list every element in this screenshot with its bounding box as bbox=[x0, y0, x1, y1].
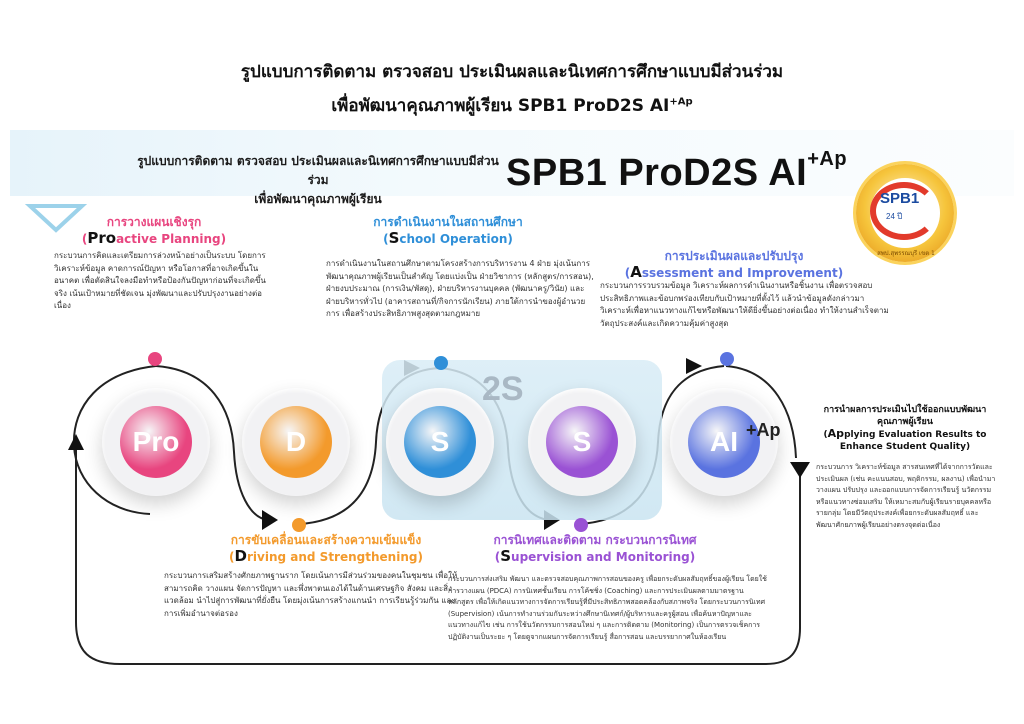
page-title-line-1: รูปแบบการติดตาม ตรวจสอบ ประเมินผลและนิเท… bbox=[240, 62, 784, 82]
page-title-line-2-text: เพื่อพัฒนาคุณภาพผู้เรียน SPB1 ProD2S AI bbox=[331, 96, 670, 116]
spb1-logo: SPB1 24 ปี สพป.สุพรรณบุรี เขต 1 bbox=[856, 164, 954, 262]
d-circle: D bbox=[242, 388, 350, 496]
ai-description: กระบวนการรวบรวมข้อมูล วิเคราะห์ผลการดำเน… bbox=[600, 281, 889, 328]
logo-ring bbox=[870, 182, 938, 240]
ai-circle-core: AI bbox=[688, 406, 760, 478]
ai-heading-english: (Assessment and Improvement) bbox=[624, 263, 844, 281]
pro-dot bbox=[148, 352, 162, 366]
s2-heading-thai: การนิเทศและติดตาม กระบวนการนิเทศ bbox=[493, 533, 697, 547]
s1-heading: การดำเนินงานในสถานศึกษา (School Operatio… bbox=[328, 214, 568, 247]
s2-heading-english: (Supervision and Monitoring) bbox=[494, 547, 696, 565]
pro-circle: Pro bbox=[102, 388, 210, 496]
s2-circle: S bbox=[528, 388, 636, 496]
d-description: กระบวนการเสริมสร้างศักยภาพฐานราก โดยเน้น… bbox=[164, 571, 458, 618]
pro-heading-rest: active Planning) bbox=[116, 232, 227, 246]
s1-circle: S bbox=[386, 388, 494, 496]
ai-dot bbox=[720, 352, 734, 366]
pro-heading-initial: Pro bbox=[87, 229, 117, 247]
banner-thai-title: รูปแบบการติดตาม ตรวจสอบ ประเมินผลและนิเท… bbox=[128, 152, 508, 209]
ai-heading-initial: A bbox=[630, 263, 642, 281]
s2-heading: การนิเทศและติดตาม กระบวนการนิเทศ (Superv… bbox=[470, 532, 720, 565]
d-heading-english: (Driving and Strengthening) bbox=[229, 547, 423, 565]
pro-heading-english: (Proactive Planning) bbox=[81, 229, 227, 247]
two-s-label: 2S bbox=[482, 370, 524, 408]
d-circle-core: D bbox=[260, 406, 332, 478]
arrow-right-icon bbox=[686, 358, 702, 374]
flow-line-pro-d bbox=[155, 365, 269, 521]
pro-description: กระบวนการคิดและเตรียมการล่วงหน้าอย่างเป็… bbox=[54, 251, 266, 310]
flow-line-ai-right bbox=[725, 365, 797, 459]
ai-heading-rest: ssessment and Improvement) bbox=[641, 266, 844, 280]
ap-heading-initial: Ap bbox=[827, 427, 845, 440]
s2-description: กระบวนการส่งเสริม พัฒนา และตรวจสอบคุณภาพ… bbox=[448, 575, 767, 641]
s1-heading-initial: S bbox=[388, 229, 400, 247]
s1-circle-core: S bbox=[404, 406, 476, 478]
decorative-triangle-icon bbox=[24, 204, 88, 233]
s2-heading-initial: S bbox=[500, 547, 512, 565]
banner-thai-line-1: รูปแบบการติดตาม ตรวจสอบ ประเมินผลและนิเท… bbox=[137, 154, 499, 187]
d-circle-label: D bbox=[285, 426, 307, 457]
banner-thai-line-2: เพื่อพัฒนาคุณภาพผู้เรียน bbox=[254, 192, 382, 206]
banner-brand-title: SPB1 ProD2S AI+Ap bbox=[506, 148, 847, 195]
ap-heading-english: (Applying Evaluation Results to Enhance … bbox=[823, 427, 987, 453]
pro-circle-label: Pro bbox=[132, 426, 180, 457]
infographic-poster: รูปแบบการติดตาม ตรวจสอบ ประเมินผลและนิเท… bbox=[10, 122, 1014, 722]
ai-heading: การประเมินผลและปรับปรุง (Assessment and … bbox=[614, 248, 854, 281]
d-heading-rest: riving and Strengthening) bbox=[246, 550, 423, 564]
arrow-down-icon bbox=[790, 462, 810, 478]
ap-heading: การนำผลการประเมินไปใช้ออกแบบพัฒนาคุณภาพผ… bbox=[820, 404, 990, 453]
arrow-up-icon bbox=[68, 434, 84, 450]
d-heading: การขับเคลื่อนและสร้างความเข้มแข็ง (Drivi… bbox=[206, 532, 446, 565]
s1-heading-english: (School Operation) bbox=[383, 229, 513, 247]
pro-heading: การวางแผนเชิงรุก (Proactive Planning) bbox=[54, 214, 254, 247]
ap-description: กระบวนการ วิเคราะห์ข้อมูล สารสนเทศที่ได้… bbox=[816, 463, 996, 529]
ai-circle-label: AI bbox=[710, 426, 738, 457]
ap-heading-thai: การนำผลการประเมินไปใช้ออกแบบพัฒนาคุณภาพผ… bbox=[823, 405, 987, 427]
s2-circle-label: S bbox=[572, 426, 592, 457]
ai-heading-thai: การประเมินผลและปรับปรุง bbox=[664, 249, 804, 263]
s1-circle-label: S bbox=[430, 426, 450, 457]
logo-text: SPB1 bbox=[880, 190, 920, 207]
flow-return-loop bbox=[75, 448, 801, 665]
s1-dot bbox=[434, 356, 448, 370]
s2-dot bbox=[574, 518, 588, 532]
pro-heading-thai: การวางแผนเชิงรุก bbox=[106, 215, 202, 229]
pro-circle-core: Pro bbox=[120, 406, 192, 478]
logo-caption: สพป.สุพรรณบุรี เขต 1 bbox=[877, 250, 935, 257]
s2-circle-core: S bbox=[546, 406, 618, 478]
ai-circle-superscript: +Ap bbox=[746, 420, 781, 440]
d-heading-thai: การขับเคลื่อนและสร้างความเข้มแข็ง bbox=[230, 533, 422, 547]
banner-brand-superscript: +Ap bbox=[807, 148, 848, 171]
s1-description: การดำเนินงานในสถานศึกษาตามโครงสร้างการบร… bbox=[326, 259, 594, 318]
s1-heading-thai: การดำเนินงานในสถานศึกษา bbox=[373, 215, 523, 229]
poster-banner: รูปแบบการติดตาม ตรวจสอบ ประเมินผลและนิเท… bbox=[10, 130, 1014, 206]
ap-heading-rest: plying Evaluation Results to Enhance Stu… bbox=[839, 430, 987, 452]
arrow-right-icon bbox=[262, 510, 278, 530]
banner-brand-text: SPB1 ProD2S AI bbox=[506, 152, 808, 194]
page-title-superscript: +Ap bbox=[669, 96, 693, 108]
page-title-line-2: เพื่อพัฒนาคุณภาพผู้เรียน SPB1 ProD2S AI+… bbox=[0, 92, 1024, 119]
ai-circle: AI bbox=[670, 388, 778, 496]
d-dot bbox=[292, 518, 306, 532]
logo-subtext: 24 ปี bbox=[886, 212, 903, 221]
s1-heading-rest: chool Operation) bbox=[399, 232, 513, 246]
d-heading-initial: D bbox=[234, 547, 247, 565]
s2-heading-rest: upervision and Monitoring) bbox=[511, 550, 696, 564]
